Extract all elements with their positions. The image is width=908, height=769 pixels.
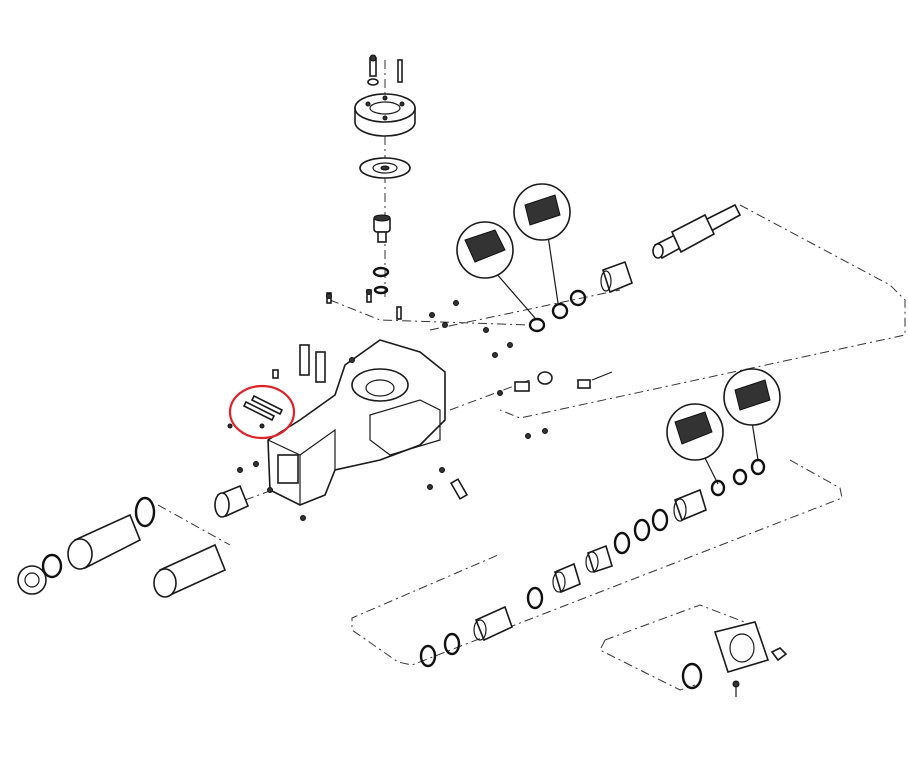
main-housing — [267, 339, 446, 506]
left-spool-assembly — [17, 484, 250, 598]
assembly-guide-lines — [157, 60, 906, 691]
highlighted-pins — [227, 394, 284, 429]
highlight-circle — [228, 384, 296, 440]
flange-cover — [681, 621, 788, 697]
right-spool-assembly — [419, 458, 766, 668]
top-cover-assembly — [354, 54, 416, 295]
bolts — [237, 289, 613, 521]
drive-shaft — [528, 203, 742, 333]
detail-callouts — [456, 183, 781, 485]
